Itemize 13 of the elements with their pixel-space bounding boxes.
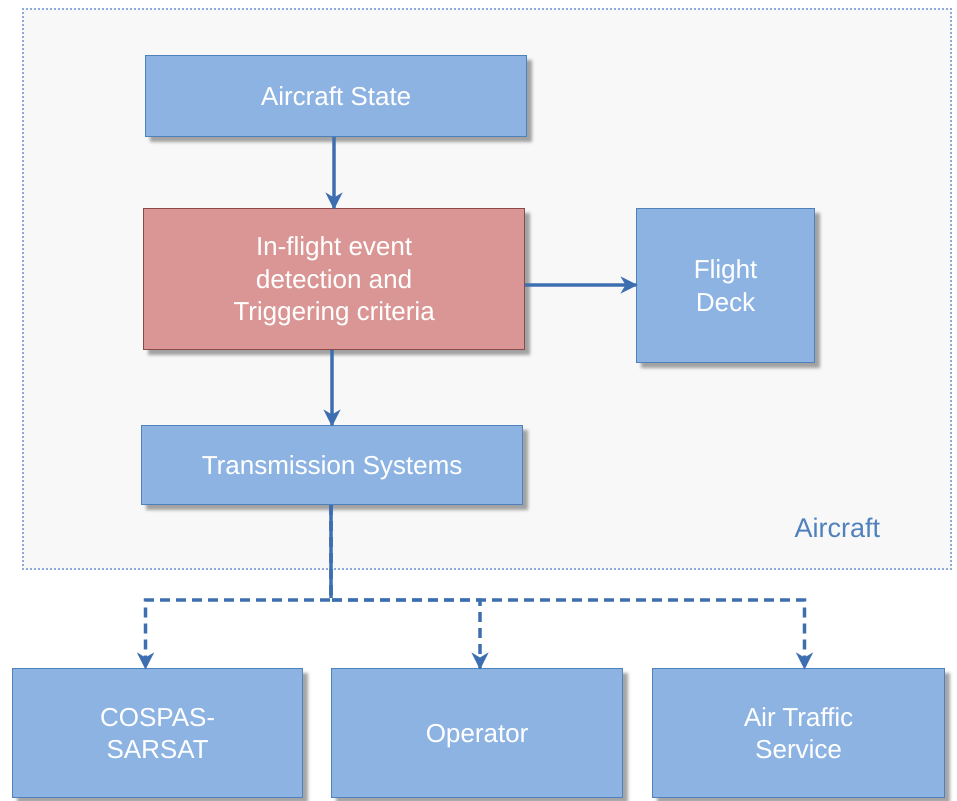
process-box: Flight Deck: [636, 208, 815, 363]
connector-trunk: [329, 505, 333, 598]
aircraft-boundary: [22, 8, 952, 570]
process-box: Aircraft State: [145, 55, 527, 137]
arrow: [525, 276, 638, 294]
process-box: In-flight event detection and Triggering criteria: [143, 208, 525, 350]
arrow: [325, 137, 343, 210]
process-box: COSPAS-SARSAT: [12, 668, 303, 798]
arrow: [323, 350, 341, 427]
process-box: Transmission Systems: [141, 425, 523, 505]
process-box: Air Traffic Service: [652, 668, 945, 798]
group-label: Aircraft: [794, 513, 880, 544]
process-box: Operator: [331, 668, 623, 798]
